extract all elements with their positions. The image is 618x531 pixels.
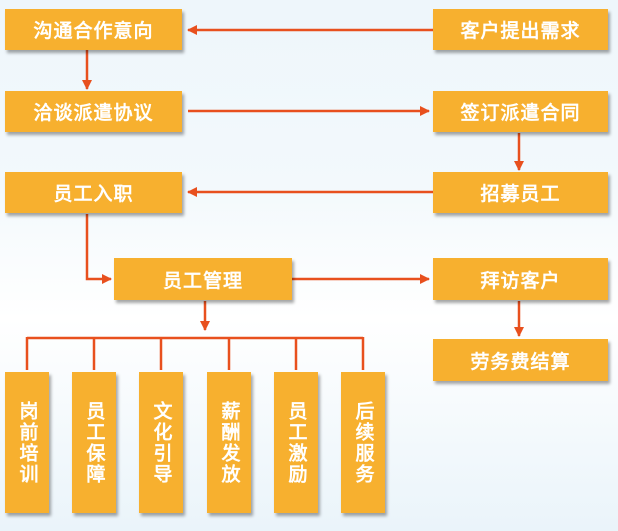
node-employee-management: 员工管理 <box>114 258 292 300</box>
node-client-request: 客户提出需求 <box>433 9 608 50</box>
node-sign-contract: 签订派遣合同 <box>433 91 608 132</box>
node-negotiate-agreement: 洽谈派遣协议 <box>5 91 182 132</box>
sub-item-salary: 薪酬发放 <box>207 372 251 513</box>
sub-item-followup: 后续服务 <box>341 372 385 513</box>
node-communicate-intent: 沟通合作意向 <box>5 9 182 50</box>
sub-item-training: 岗前培训 <box>5 372 49 513</box>
sub-item-incentive: 员工激励 <box>274 372 318 513</box>
sub-item-culture: 文化引导 <box>139 372 183 513</box>
node-labor-settlement: 劳务费结算 <box>433 339 608 381</box>
node-visit-client: 拜访客户 <box>433 258 608 300</box>
arrow-n5-to-n7 <box>85 214 112 284</box>
sub-item-protection: 员工保障 <box>72 372 116 513</box>
node-recruit-employees: 招募员工 <box>433 172 608 213</box>
node-employee-onboard: 员工入职 <box>5 172 182 213</box>
